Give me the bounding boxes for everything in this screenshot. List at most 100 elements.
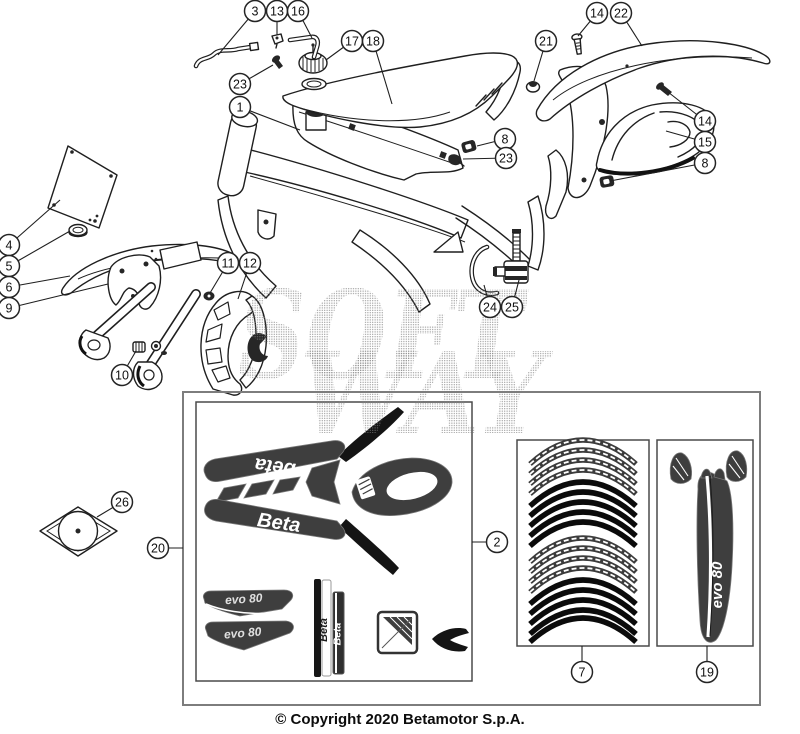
callout-number-18: 18	[366, 35, 380, 49]
callout-circle-20	[146, 536, 170, 560]
callout-number-21: 21	[539, 35, 553, 49]
decal-beta-bottom-label: Beta	[256, 509, 302, 537]
callout-22: 22	[609, 1, 643, 47]
callout-circle-24	[478, 295, 502, 319]
callout-circle-22	[609, 1, 633, 25]
callout-circle-12	[238, 251, 262, 275]
callout-26: 26	[96, 490, 134, 518]
callout-24: 24	[478, 284, 502, 319]
callout-circle-26	[110, 490, 134, 514]
callout-number-17: 17	[345, 35, 359, 49]
callout-circle-9	[0, 296, 21, 320]
callout-circle-21	[534, 29, 558, 53]
callout-1: 1	[228, 95, 301, 131]
callout-circle-18	[361, 29, 385, 53]
callout-number-26: 26	[115, 496, 129, 510]
callout-number-23: 23	[233, 78, 247, 92]
callout-number-2: 2	[494, 536, 501, 550]
callout-number-12: 12	[243, 257, 257, 271]
callout-circle-10	[110, 363, 134, 387]
fuel-tap	[493, 229, 529, 284]
callout-18: 18	[361, 29, 393, 105]
callout-12: 12	[237, 251, 262, 300]
callout-9: 9	[0, 283, 109, 320]
decal-strip2-label: Beta	[332, 622, 344, 645]
callout-circle-14	[585, 1, 609, 25]
callout-number-25: 25	[505, 301, 519, 315]
callout-number-20: 20	[151, 542, 165, 556]
copyright-text: © Copyright 2020 Betamotor S.p.A.	[275, 711, 525, 728]
hose-clip	[271, 33, 284, 49]
screw-23-mid	[448, 154, 465, 167]
screw-23-front	[271, 55, 283, 69]
fork-guard-decal: evo 80	[669, 450, 748, 643]
callout-circle-3	[243, 0, 267, 23]
callout-number-14: 14	[698, 115, 712, 129]
callout-circle-23	[228, 72, 252, 96]
callout-14: 14	[577, 1, 609, 37]
callout-number-1: 1	[237, 101, 244, 115]
callout-number-22: 22	[614, 7, 628, 21]
callout-2: 2	[472, 530, 509, 554]
callout-21: 21	[533, 29, 558, 82]
callout-number-10: 10	[115, 369, 129, 383]
callout-circle-16	[286, 0, 310, 23]
callout-number-24: 24	[483, 301, 497, 315]
callout-number-23: 23	[499, 152, 513, 166]
rim-stripe-decals	[530, 440, 636, 642]
callout-number-15: 15	[698, 136, 712, 150]
callout-circle-7	[570, 660, 594, 684]
seat	[282, 52, 519, 129]
callout-number-3: 3	[252, 5, 259, 19]
decal-fork-guard-label: evo 80	[709, 561, 726, 608]
callout-circle-8	[693, 151, 717, 175]
callout-8: 8	[609, 151, 717, 182]
callout-11: 11	[209, 251, 240, 294]
callout-number-8: 8	[502, 133, 509, 147]
callout-circle-25	[500, 295, 524, 319]
screw-14-top	[571, 33, 583, 55]
callout-6: 6	[0, 275, 71, 299]
decal-evo80-bottom-label: evo 80	[223, 624, 262, 641]
callout-circle-11	[216, 251, 240, 275]
callout-number-13: 13	[270, 5, 284, 19]
callout-13: 13	[265, 0, 289, 35]
callout-3: 3	[217, 0, 267, 56]
grommet-8-mid	[461, 140, 477, 153]
callout-number-8: 8	[702, 157, 709, 171]
decal-strip1-label: Beta	[318, 618, 330, 642]
decal-evo80-top-label: evo 80	[225, 591, 264, 608]
motorcycle-line-art	[39, 33, 771, 557]
callout-7: 7	[570, 646, 594, 684]
callouts-layer: 3 13 16 17 18 23 1 14 22 21 8 23 14 15 8 4 5 6 9 10 11 12 24 25…	[0, 0, 719, 684]
grommet-8-rear	[599, 175, 615, 188]
fuel-cap	[298, 43, 328, 91]
callout-14: 14	[667, 91, 717, 133]
callout-8: 8	[476, 127, 517, 151]
watermark-line1: SOFT	[238, 263, 529, 407]
callout-number-19: 19	[700, 666, 714, 680]
cd-disc	[39, 506, 118, 557]
callout-number-4: 4	[6, 239, 13, 253]
callout-number-16: 16	[291, 5, 305, 19]
callout-17: 17	[325, 29, 364, 61]
callout-number-5: 5	[6, 260, 13, 274]
callout-4: 4	[0, 199, 61, 257]
callout-number-9: 9	[6, 302, 13, 316]
number-plate	[47, 145, 118, 229]
vent-hose	[193, 41, 260, 69]
callout-15: 15	[665, 130, 717, 154]
fork-legs	[78, 241, 202, 391]
callout-number-6: 6	[6, 281, 13, 295]
caliper-parts	[132, 340, 167, 355]
callout-number-11: 11	[222, 257, 235, 271]
callout-25: 25	[500, 279, 524, 319]
callout-23: 23	[228, 64, 274, 96]
grommet-21	[525, 81, 541, 93]
callout-circle-2	[485, 530, 509, 554]
callout-number-14: 14	[590, 7, 604, 21]
callout-16: 16	[286, 0, 313, 39]
callout-10: 10	[110, 350, 137, 387]
